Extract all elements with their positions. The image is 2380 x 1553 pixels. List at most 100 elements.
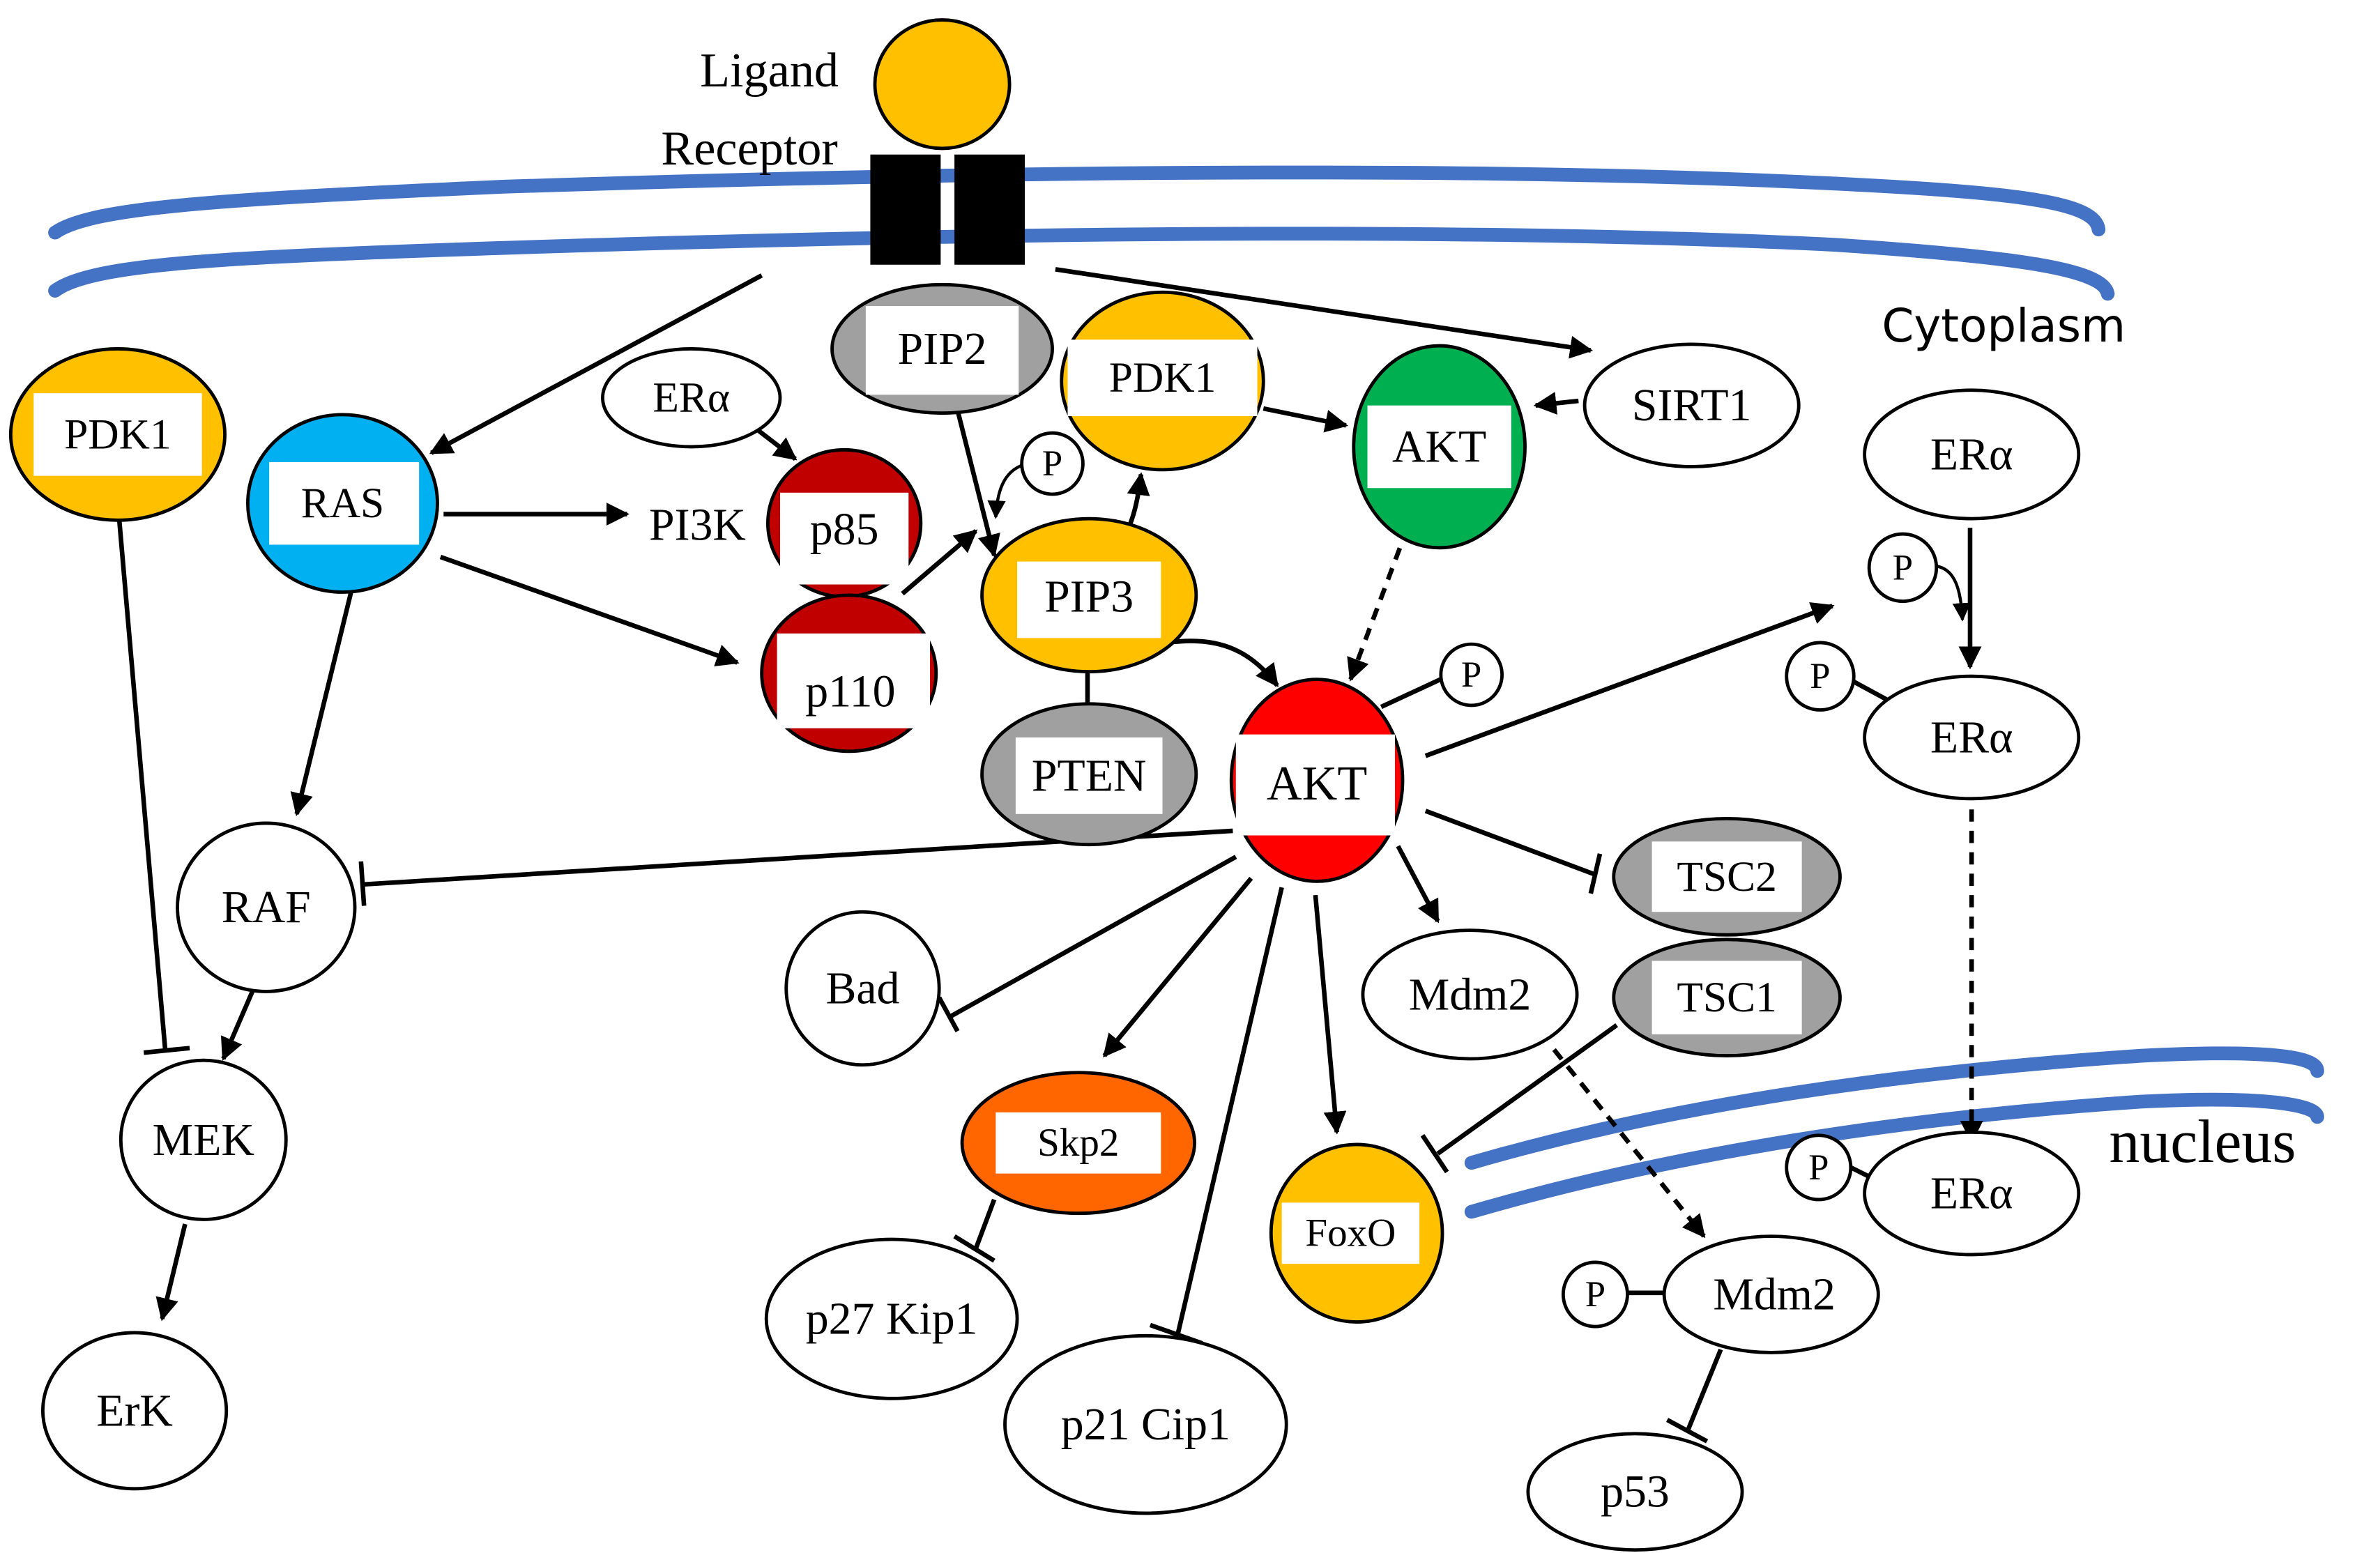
p-badge-mdm2-nuc-label: P <box>1585 1274 1605 1315</box>
node-p110[interactable]: p110 <box>760 593 938 753</box>
p-badge-era-nuc-label: P <box>1808 1147 1829 1188</box>
node-tsc2[interactable]: TSC2 <box>1612 816 1842 937</box>
edge-tsc1-foxo <box>1436 1023 1619 1156</box>
edge-akt-tsc2-bar <box>1588 853 1603 894</box>
edge-akt-raf-bar <box>358 861 367 906</box>
node-foxo[interactable]: FoxO <box>1269 1142 1444 1324</box>
edge-pdk1-aktgreen <box>1263 406 1349 433</box>
node-skp2[interactable]: Skp2 <box>960 1071 1196 1216</box>
edge-akt-bad-bar <box>937 996 960 1033</box>
node-ras[interactable]: RAS <box>246 413 439 594</box>
node-raf-label: RAF <box>222 882 311 933</box>
p-badge-akt: P <box>1439 642 1504 707</box>
node-p21-label: p21 Cip1 <box>1061 1399 1230 1450</box>
ligand-label: Ligand <box>700 43 839 98</box>
node-era-phos[interactable]: ERα <box>1863 674 2081 801</box>
node-pip3[interactable]: PIP3 <box>980 517 1198 674</box>
p-badge-era-phos-label: P <box>1810 656 1830 696</box>
edge-skp2-p27-bar <box>953 1234 996 1263</box>
node-p27[interactable]: p27 Kip1 <box>764 1237 1019 1400</box>
edge-ras-raf <box>290 588 354 816</box>
nucleus-label: nucleus <box>2109 1108 2296 1175</box>
node-pip2-label: PIP2 <box>898 323 987 374</box>
edge-receptor-ras <box>429 273 763 455</box>
node-p85[interactable]: p85 <box>766 447 923 599</box>
cell-membrane-outer <box>48 165 2106 240</box>
edge-skp2-p27 <box>973 1198 997 1250</box>
edge-pdk1left-mek <box>116 520 168 1050</box>
node-p53-label: p53 <box>1601 1467 1670 1517</box>
edge-tsc1-foxo-bar <box>1420 1133 1449 1174</box>
edge-akt-tsc2 <box>1424 809 1598 878</box>
node-pten[interactable]: PTEN <box>980 702 1198 847</box>
node-pdk1-left[interactable]: PDK1 <box>8 347 227 522</box>
node-mdm2-nuc[interactable]: Mdm2 <box>1662 1234 1880 1354</box>
edge-mek-erk <box>155 1223 188 1322</box>
node-raf[interactable]: RAF <box>176 821 357 993</box>
node-p21[interactable]: p21 Cip1 <box>1003 1333 1288 1515</box>
edge-mdm2-mdm2nuc <box>1552 1048 1706 1239</box>
node-mdm2-nuc-label: Mdm2 <box>1713 1269 1836 1320</box>
node-era-cyto[interactable]: ERα <box>1863 388 2081 521</box>
node-ras-label: RAS <box>301 480 384 527</box>
node-foxo-label: FoxO <box>1305 1211 1396 1255</box>
edge-receptor-sirt1 <box>1055 267 1594 359</box>
edge-akt-foxo <box>1313 894 1347 1135</box>
edge-era-p85 <box>754 427 798 461</box>
p-badge-era-incoming-label: P <box>1893 547 1913 588</box>
node-bad-label: Bad <box>825 963 899 1014</box>
p-badge-era-phos: P <box>1785 641 1856 712</box>
node-p85-label: p85 <box>810 504 879 555</box>
node-era-top[interactable]: ERα <box>601 347 782 449</box>
node-era-nuc[interactable]: ERα <box>1863 1130 2081 1257</box>
nuclear-membrane <box>1464 1046 2324 1219</box>
receptor-label: Receptor <box>661 121 837 176</box>
node-pdk1-top-label: PDK1 <box>1109 354 1216 401</box>
node-erk-label: ErK <box>96 1385 173 1436</box>
edge-sirt1-aktgreen <box>1533 392 1579 415</box>
edge-akt-era-phos <box>1424 602 1835 758</box>
p-badge-pip3: P <box>1020 431 1085 496</box>
node-era-top-label: ERα <box>653 374 730 422</box>
edge-pi3k-pip3 <box>901 529 978 596</box>
node-mdm2-cyto[interactable]: Mdm2 <box>1361 928 1579 1061</box>
node-mek[interactable]: MEK <box>119 1058 288 1221</box>
node-p27-label: p27 Kip1 <box>806 1294 978 1345</box>
node-tsc1[interactable]: TSC1 <box>1612 938 1842 1058</box>
node-sirt1[interactable]: SIRT1 <box>1582 342 1801 468</box>
p-badge-mdm2-nuc: P <box>1561 1260 1629 1329</box>
edge-akt-mdm2 <box>1396 845 1440 924</box>
node-tsc1-label: TSC1 <box>1677 974 1776 1021</box>
nuclear-membrane-inner <box>1464 1092 2324 1219</box>
node-pdk1-left-label: PDK1 <box>64 411 171 458</box>
cytoplasm-label: Cytoplasm <box>1882 299 2126 353</box>
edge-mdm2nuc-p53 <box>1685 1348 1723 1433</box>
edge-akt-p21 <box>1175 887 1284 1335</box>
node-p110-label: p110 <box>805 666 895 717</box>
node-pdk1-top[interactable]: PDK1 <box>1060 290 1265 472</box>
edge-eraphos-p <box>1851 678 1891 703</box>
edge-akt-skp2 <box>1102 876 1253 1058</box>
node-bad[interactable]: Bad <box>784 910 941 1067</box>
edge-pip2-pip3 <box>955 409 1000 558</box>
edge-mdm2nuc-p53-bar <box>1665 1418 1709 1444</box>
node-skp2-label: Skp2 <box>1037 1121 1119 1165</box>
node-mdm2-cyto-label: Mdm2 <box>1409 969 1532 1020</box>
node-erk[interactable]: ErK <box>41 1331 229 1491</box>
node-akt-red[interactable]: AKT <box>1229 678 1405 883</box>
node-sirt1-label: SIRT1 <box>1632 380 1752 431</box>
node-pip2[interactable]: PIP2 <box>830 282 1054 415</box>
node-akt-green[interactable]: AKT <box>1352 344 1527 550</box>
receptor-block-left <box>870 154 941 265</box>
p-badge-akt-label: P <box>1461 655 1481 695</box>
ligand-shape <box>873 18 1012 151</box>
node-pten-label: PTEN <box>1032 750 1147 801</box>
node-p53[interactable]: p53 <box>1526 1432 1744 1552</box>
edge-akt-p <box>1380 675 1445 710</box>
p-badge-era-nuc: P <box>1785 1133 1853 1202</box>
cell-membrane-inner <box>48 227 2115 301</box>
edge-akt-bad <box>950 855 1237 1018</box>
edge-ras-p110 <box>439 554 740 667</box>
edge-p-eraphos <box>1936 565 1971 622</box>
